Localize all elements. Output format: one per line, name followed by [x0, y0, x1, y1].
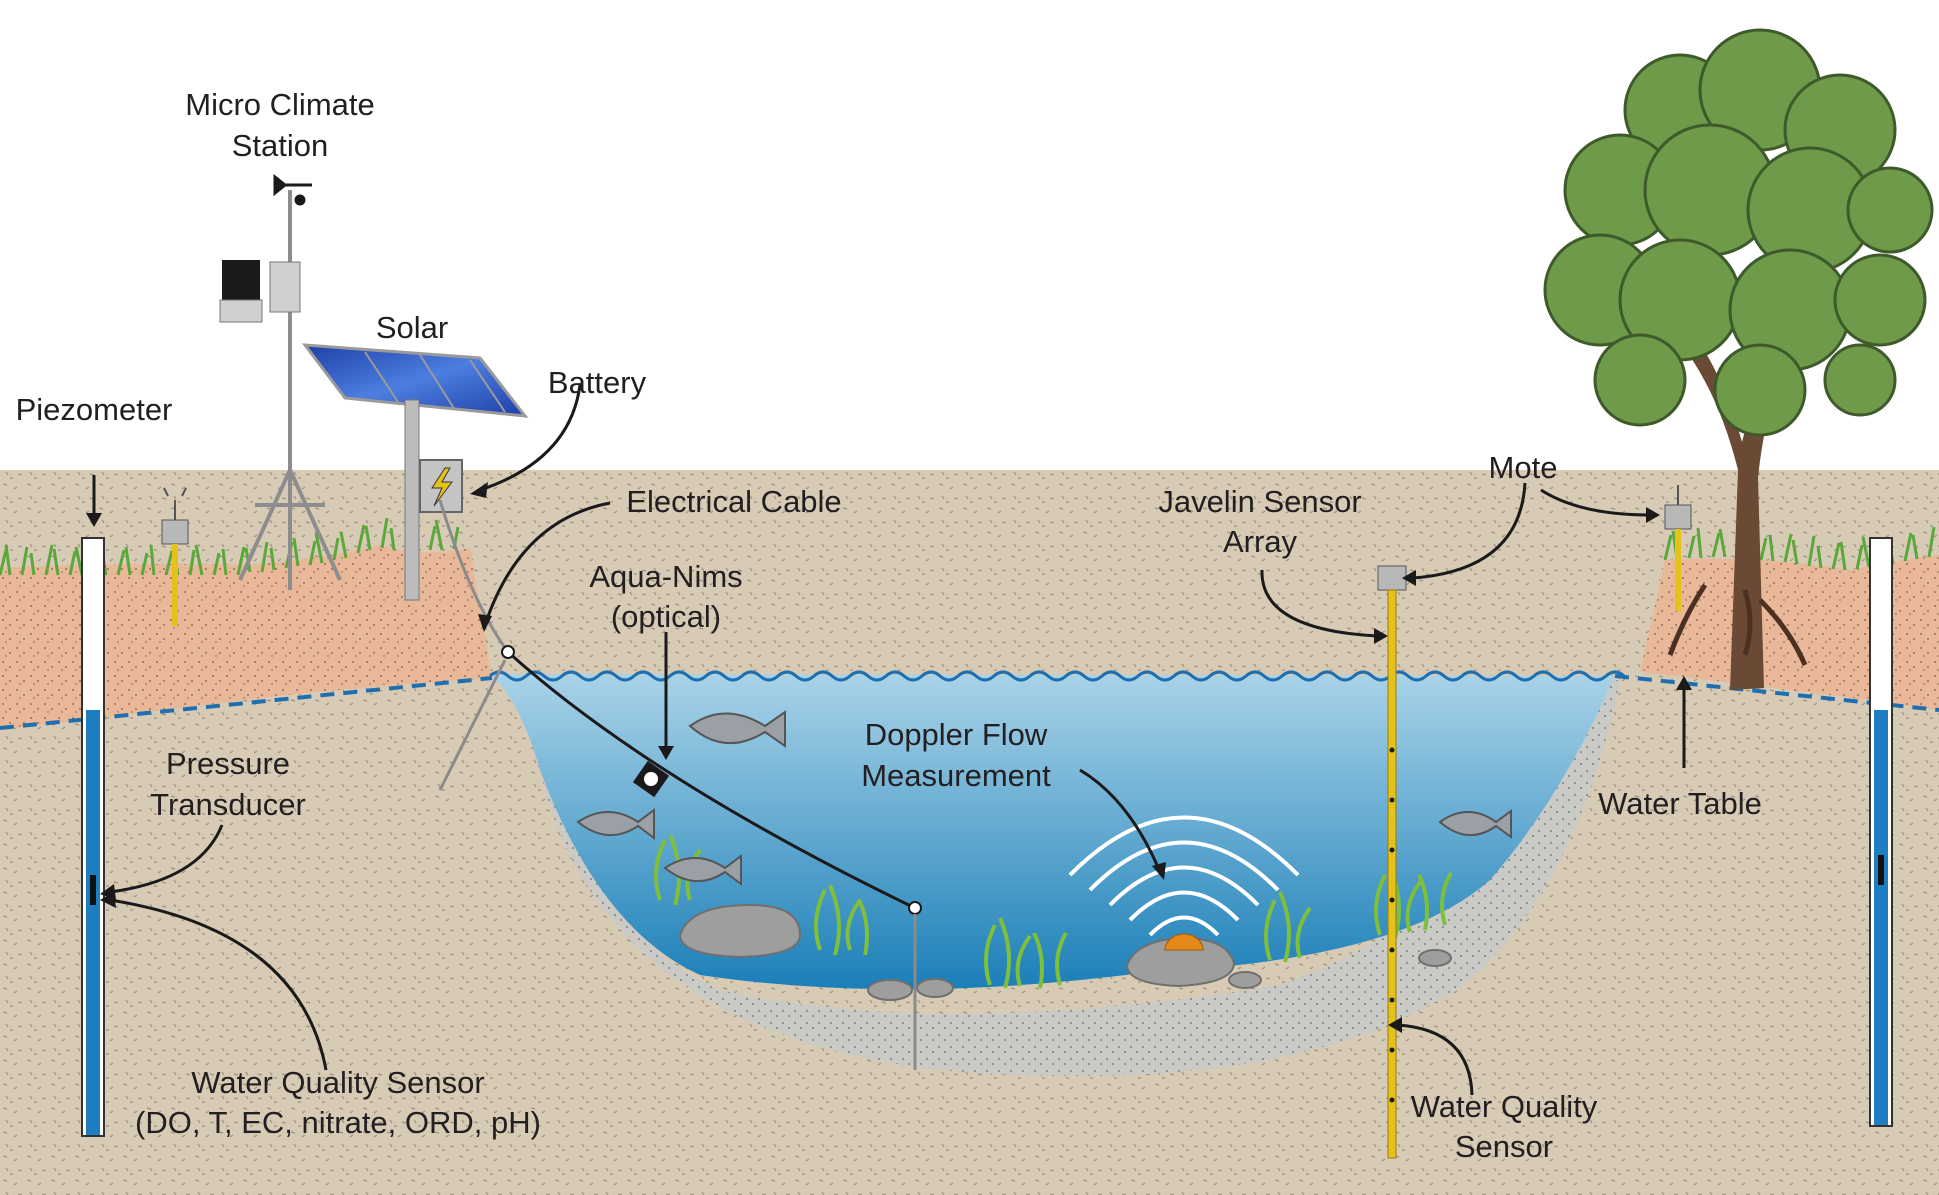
- aqua-nims-sensor-icon: [632, 760, 670, 798]
- cable-anchor-top: [501, 645, 515, 659]
- antenna-icon: [163, 487, 187, 520]
- aqua-nims-cable: [506, 650, 916, 910]
- label-wq-left-line2: (DO, T, EC, nitrate, ORD, pH): [135, 1105, 541, 1140]
- water-surface-wave: [489, 670, 1625, 682]
- doppler-dome-icon: [1164, 933, 1204, 951]
- electrical-cable: [438, 499, 510, 653]
- arrow-heads: [86, 482, 1692, 1033]
- label-micro-climate-line1: Micro Climate: [185, 87, 374, 122]
- weather-vane-icon: [273, 173, 312, 206]
- label-doppler-line2: Measurement: [861, 758, 1051, 793]
- label-solar: Solar: [376, 310, 448, 345]
- label-electrical-cable: Electrical Cable: [626, 484, 841, 519]
- label-wq-right-line1: Water Quality: [1411, 1089, 1598, 1124]
- micro-climate-station: [238, 190, 342, 590]
- riverbed-rocks: [678, 903, 1452, 1001]
- tree-icon: [1543, 28, 1934, 690]
- label-doppler-line1: Doppler Flow: [865, 717, 1048, 752]
- label-javelin-line2: Array: [1223, 524, 1298, 559]
- label-wq-left-line1: Water Quality Sensor: [191, 1065, 484, 1100]
- label-pressure-line2: Transducer: [150, 787, 306, 822]
- rain-gauge-icon: [219, 260, 301, 323]
- label-wq-right-line2: Sensor: [1455, 1129, 1553, 1164]
- doppler-waves: [1068, 815, 1300, 937]
- piezometer-left: [81, 537, 105, 1137]
- mote-left: [161, 519, 189, 626]
- solar-panel-icon: [301, 343, 529, 418]
- solar-pole: [404, 399, 420, 601]
- label-aqua-nims-line1: Aqua-Nims: [589, 559, 742, 594]
- callout-arrows: [92, 384, 1686, 1096]
- label-pressure-line1: Pressure: [166, 746, 290, 781]
- water-table-line-right: [1614, 674, 1939, 712]
- label-javelin-line1: Javelin Sensor: [1158, 484, 1361, 519]
- piezometer-right: [1869, 537, 1893, 1127]
- label-aqua-nims-line2: (optical): [611, 599, 721, 634]
- riverbed-sediment: [540, 680, 1620, 1076]
- fish-icon: [576, 710, 1512, 886]
- mote-right: [1664, 485, 1692, 611]
- support-strut: [438, 659, 507, 791]
- topsoil-left: [0, 545, 492, 730]
- label-micro-climate-line2: Station: [232, 128, 329, 163]
- label-water-table: Water Table: [1598, 786, 1762, 821]
- javelin-sensor-array: [1377, 565, 1407, 1159]
- label-battery: Battery: [548, 365, 647, 400]
- cable-anchor-bottom: [908, 901, 922, 915]
- label-mote: Mote: [1489, 450, 1558, 485]
- label-piezometer: Piezometer: [16, 392, 173, 427]
